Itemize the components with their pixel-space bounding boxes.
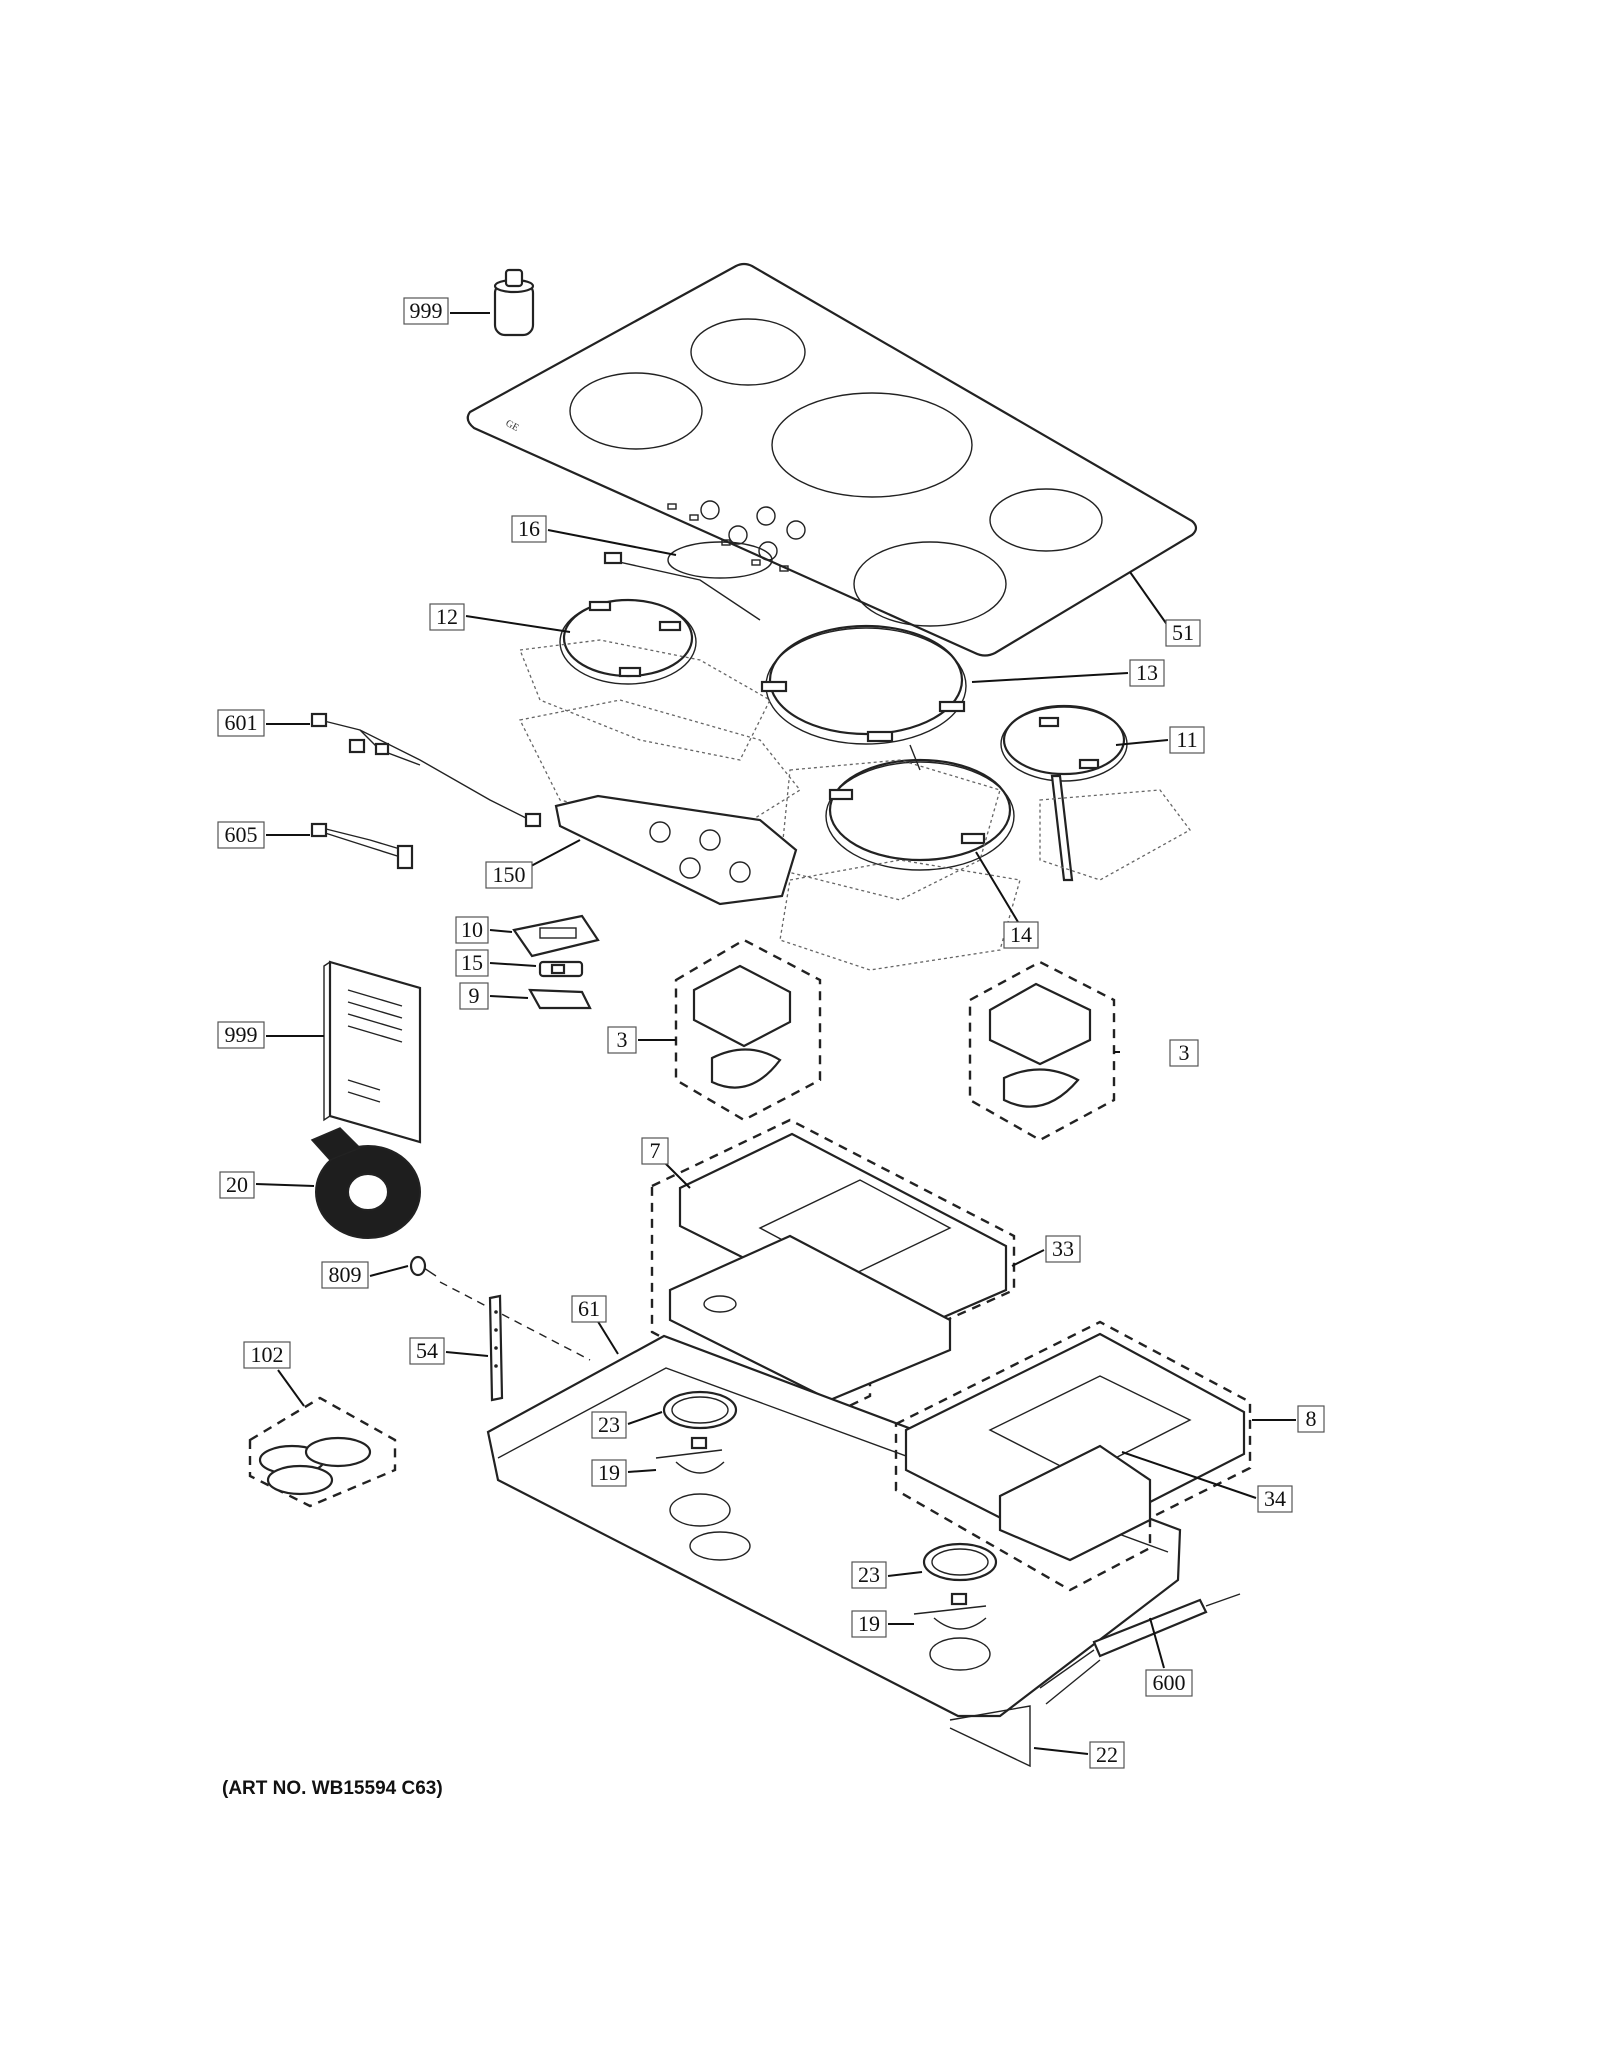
svg-text:999: 999 xyxy=(410,298,443,323)
induction-coil-12-part xyxy=(559,598,697,685)
callout-33: 33 xyxy=(1045,1235,1081,1263)
leader-lines xyxy=(255,312,1296,1755)
callout-34: 34 xyxy=(1257,1485,1293,1513)
svg-text:11: 11 xyxy=(1176,727,1197,752)
svg-text:20: 20 xyxy=(226,1172,248,1197)
induction-coil-14-part xyxy=(825,744,1015,871)
svg-text:809: 809 xyxy=(329,1262,362,1287)
base-pan-61-part xyxy=(486,1334,1182,1718)
support-19a-part xyxy=(655,1436,725,1474)
callout-3a: 3 xyxy=(607,1026,637,1054)
callout-16: 16 xyxy=(511,515,547,543)
callout-12: 12 xyxy=(429,603,465,631)
svg-text:150: 150 xyxy=(493,862,526,887)
svg-text:13: 13 xyxy=(1136,660,1158,685)
svg-text:102: 102 xyxy=(251,1342,284,1367)
glass-cooktop-part: GE xyxy=(466,262,1198,657)
callout-102: 102 xyxy=(243,1341,291,1369)
bracket-strip-54-part xyxy=(488,1294,504,1402)
induction-coil-13-part xyxy=(760,624,967,745)
svg-text:23: 23 xyxy=(598,1412,620,1437)
svg-text:15: 15 xyxy=(461,950,483,975)
bracket-10-part xyxy=(512,914,600,958)
svg-text:7: 7 xyxy=(650,1138,661,1163)
svg-text:16: 16 xyxy=(518,516,540,541)
wire-harness-605-part xyxy=(310,822,414,870)
callout-22: 22 xyxy=(1089,1741,1125,1769)
svg-text:12: 12 xyxy=(436,604,458,629)
induction-coil-11-part xyxy=(1000,704,1128,882)
callout-11: 11 xyxy=(1169,726,1205,754)
callout-61: 61 xyxy=(571,1295,607,1323)
callout-9: 9 xyxy=(459,982,489,1010)
heatsink-3b-part xyxy=(968,960,1116,1142)
tape-roll-20-part xyxy=(310,1127,421,1239)
svg-text:3: 3 xyxy=(617,1027,628,1052)
callout-809: 809 xyxy=(321,1261,369,1289)
screw-809-part xyxy=(409,1255,591,1361)
svg-text:10: 10 xyxy=(461,917,483,942)
cleaner-bottle-part xyxy=(493,268,535,337)
callout-3b: 3 xyxy=(1169,1039,1199,1067)
svg-text:8: 8 xyxy=(1306,1406,1317,1431)
svg-text:601: 601 xyxy=(225,710,258,735)
cover-9-part xyxy=(528,988,592,1010)
callout-15: 15 xyxy=(455,949,489,977)
callout-601: 601 xyxy=(217,709,265,737)
svg-text:54: 54 xyxy=(416,1338,438,1363)
callout-54: 54 xyxy=(409,1337,445,1365)
wire-harness-601-part xyxy=(310,712,542,828)
fan-kit-102-part xyxy=(248,1396,397,1508)
svg-text:34: 34 xyxy=(1264,1486,1286,1511)
callout-14: 14 xyxy=(1003,921,1039,949)
svg-text:19: 19 xyxy=(598,1460,620,1485)
svg-text:605: 605 xyxy=(225,822,258,847)
callout-13: 13 xyxy=(1129,659,1165,687)
svg-text:600: 600 xyxy=(1153,1670,1186,1695)
svg-text:19: 19 xyxy=(858,1611,880,1636)
svg-text:9: 9 xyxy=(469,983,480,1008)
callout-7: 7 xyxy=(641,1137,669,1165)
callout-999a: 999 xyxy=(403,297,449,325)
callout-23b: 23 xyxy=(851,1561,887,1589)
callout-999b: 999 xyxy=(217,1021,265,1049)
svg-text:33: 33 xyxy=(1052,1236,1074,1261)
svg-text:22: 22 xyxy=(1096,1742,1118,1767)
support-19b-part xyxy=(913,1592,987,1630)
control-board-150-part xyxy=(554,794,798,906)
svg-text:999: 999 xyxy=(225,1022,258,1047)
callout-19b: 19 xyxy=(851,1610,887,1638)
svg-text:61: 61 xyxy=(578,1296,600,1321)
callout-605: 605 xyxy=(217,821,265,849)
callout-19a: 19 xyxy=(591,1459,627,1487)
callout-20: 20 xyxy=(219,1171,255,1199)
callout-8: 8 xyxy=(1297,1405,1325,1433)
label-22-part xyxy=(949,1705,1031,1768)
callout-10: 10 xyxy=(455,916,489,944)
power-cord-600-part xyxy=(1039,1593,1241,1705)
art-number-caption: (ART NO. WB15594 C63) xyxy=(222,1778,443,1799)
power-assembly-8-part xyxy=(894,1320,1252,1592)
callout-600: 600 xyxy=(1145,1669,1193,1697)
heatsink-3a-part xyxy=(674,938,822,1122)
svg-text:3: 3 xyxy=(1179,1040,1190,1065)
callout-23a: 23 xyxy=(591,1411,627,1439)
switch-15-part xyxy=(538,960,584,978)
callout-150: 150 xyxy=(485,861,533,889)
manual-999-part xyxy=(323,960,422,1144)
svg-text:14: 14 xyxy=(1010,922,1032,947)
svg-text:23: 23 xyxy=(858,1562,880,1587)
sensor-lead-part xyxy=(603,541,773,621)
callout-51: 51 xyxy=(1165,619,1201,647)
svg-text:51: 51 xyxy=(1172,620,1194,645)
